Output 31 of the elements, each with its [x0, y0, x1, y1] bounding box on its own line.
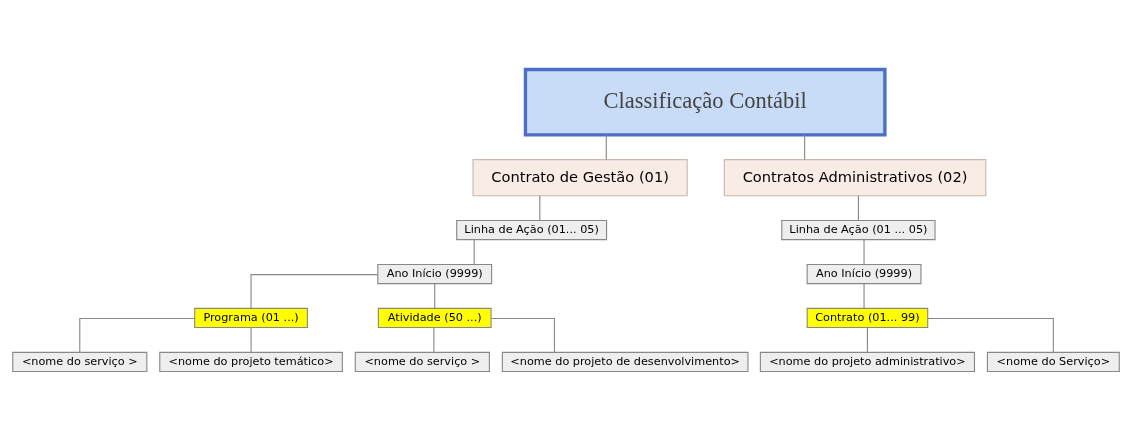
node-box: <nome do serviço >: [354, 351, 490, 373]
node-box: <nome do projeto de desenvolvimento>: [501, 351, 749, 373]
node-box: <nome do projeto administrativo>: [759, 351, 976, 373]
node-box: Contrato de Gestão (01): [472, 159, 688, 197]
connector: [79, 317, 196, 353]
node-box: Programa (01 ...): [194, 307, 308, 329]
connector: [863, 239, 865, 265]
connector: [250, 274, 379, 309]
node-box: Ano Início (9999): [377, 263, 493, 285]
node-box: Linha de Ação (01... 05): [456, 219, 608, 241]
connector: [434, 283, 436, 309]
connector: [863, 283, 865, 309]
node-box: Ano Início (9999): [806, 263, 922, 285]
connector: [866, 327, 868, 353]
connector: [473, 239, 475, 265]
connector: [605, 134, 607, 161]
node-box: Linha de Ação (01 ... 05): [781, 219, 936, 241]
node-box: <nome do projeto temático>: [159, 351, 343, 373]
node-box: Classificação Contábil: [523, 67, 887, 137]
connector: [250, 327, 252, 353]
node-box: Contrato (01... 99): [806, 307, 929, 329]
connector: [804, 134, 806, 161]
connector: [857, 195, 859, 221]
node-box: <nome do serviço >: [12, 351, 148, 373]
node-box: <nome do Serviço>: [986, 351, 1120, 373]
connector: [539, 195, 541, 221]
node-box: Atividade (50 ...): [377, 307, 492, 329]
connector: [927, 317, 1054, 353]
connector: [490, 317, 555, 353]
node-box: Contratos Administrativos (02): [723, 159, 987, 197]
connector: [433, 327, 435, 353]
